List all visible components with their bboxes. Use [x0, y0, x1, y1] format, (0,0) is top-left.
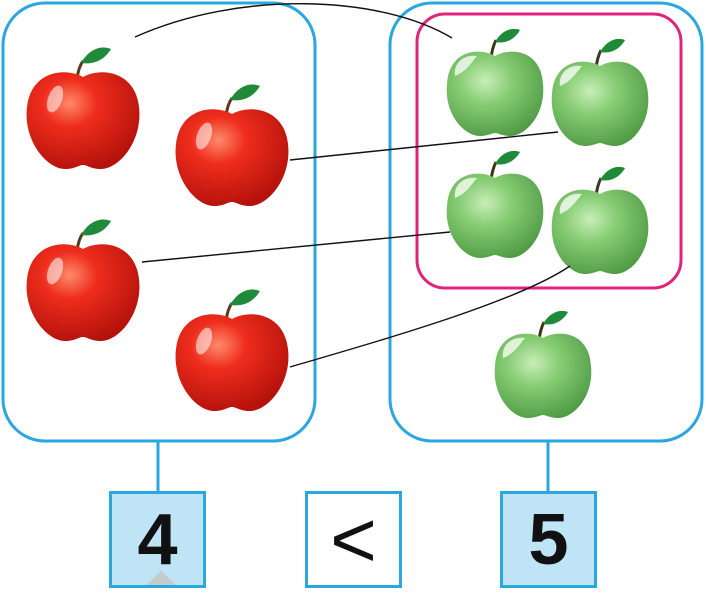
- left-count-box: 4: [109, 491, 206, 588]
- right-group-frame: [388, 1, 704, 443]
- right-count-value: 5: [528, 499, 569, 580]
- red-apple-icon: [25, 46, 141, 171]
- match-line: [141, 231, 451, 263]
- left-count-value: 4: [137, 499, 178, 580]
- match-line: [134, 3, 453, 39]
- green-apple-icon: [550, 37, 650, 148]
- green-apple-icon: [550, 165, 650, 276]
- red-apple-icon: [174, 83, 290, 208]
- comparison-box: <: [305, 491, 402, 588]
- match-line: [289, 131, 559, 161]
- red-apple-icon: [174, 288, 290, 413]
- green-apple-icon: [445, 149, 545, 260]
- right-count-box: 5: [500, 491, 597, 588]
- green-apple-icon: [445, 27, 545, 138]
- match-line: [289, 265, 571, 368]
- comparison-symbol: <: [330, 494, 377, 584]
- green-apple-icon: [493, 309, 593, 420]
- red-apple-icon: [25, 218, 141, 343]
- matched-group-highlight: [415, 12, 683, 290]
